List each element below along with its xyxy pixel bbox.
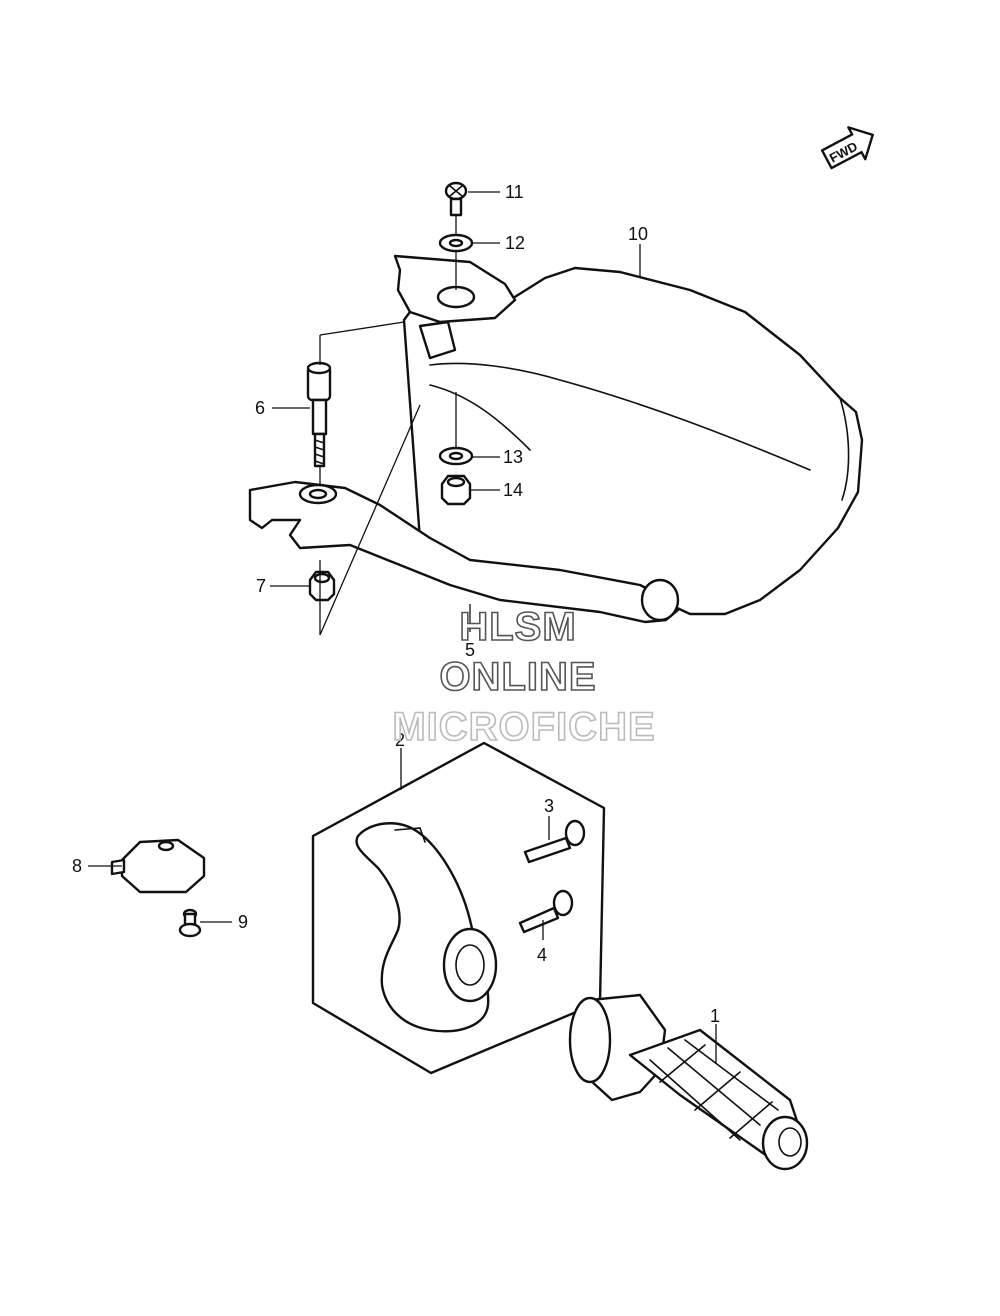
callout-label-12: 12: [505, 233, 525, 253]
watermark-line-3: MICROFICHE: [392, 705, 655, 749]
switch-part-8: [110, 838, 206, 894]
callout-10: 10: [628, 224, 648, 278]
screw-part-11: [444, 181, 468, 217]
callout-label-1: 1: [710, 1006, 720, 1026]
throttle-housing-part-2: [311, 741, 606, 1075]
callout-label-9: 9: [238, 912, 248, 932]
callout-label-7: 7: [256, 576, 266, 596]
watermark-line-1: HLSM: [459, 605, 576, 649]
callout-4: 4: [537, 920, 547, 965]
callout-label-11: 11: [505, 182, 524, 202]
callout-label-6: 6: [255, 398, 265, 418]
callout-label-3: 3: [544, 796, 554, 816]
callout-label-5: 5: [465, 640, 475, 660]
callout-13: 13: [472, 447, 523, 467]
watermark: HLSM ONLINE MICROFICHE: [392, 604, 656, 750]
handguard-part-10: [393, 254, 864, 616]
screw-part-9: [178, 908, 202, 938]
washer-part-13: [438, 446, 474, 466]
callout-label-13: 13: [503, 447, 523, 467]
lever-part-5: [248, 480, 680, 624]
callout-14: 14: [470, 480, 523, 500]
callout-3: 3: [544, 796, 554, 840]
callout-label-10: 10: [628, 224, 648, 244]
callout-11: 11: [468, 182, 524, 202]
screw-part-3: [523, 819, 586, 864]
assembly-guide-lines: [319, 215, 457, 636]
washer-part-12: [438, 233, 474, 253]
bolt-part-6: [306, 361, 332, 468]
callout-9: 9: [200, 912, 248, 932]
callout-label-8: 8: [72, 856, 82, 876]
callout-label-14: 14: [503, 480, 523, 500]
callout-12: 12: [472, 233, 525, 253]
callout-label-2: 2: [395, 730, 405, 750]
callout-2: 2: [395, 730, 405, 790]
watermark-line-2: ONLINE: [439, 655, 596, 699]
screw-part-4: [518, 889, 574, 934]
nut-part-14: [440, 474, 472, 506]
grip-part-1: [568, 993, 809, 1171]
callout-8: 8: [72, 856, 122, 876]
callout-label-4: 4: [537, 945, 547, 965]
callout-5: 5: [465, 604, 475, 660]
callout-7: 7: [256, 576, 310, 596]
callout-6: 6: [255, 398, 310, 418]
fwd-arrow: FWD: [820, 126, 874, 170]
callout-1: 1: [710, 1006, 720, 1064]
nut-part-7: [308, 570, 336, 602]
